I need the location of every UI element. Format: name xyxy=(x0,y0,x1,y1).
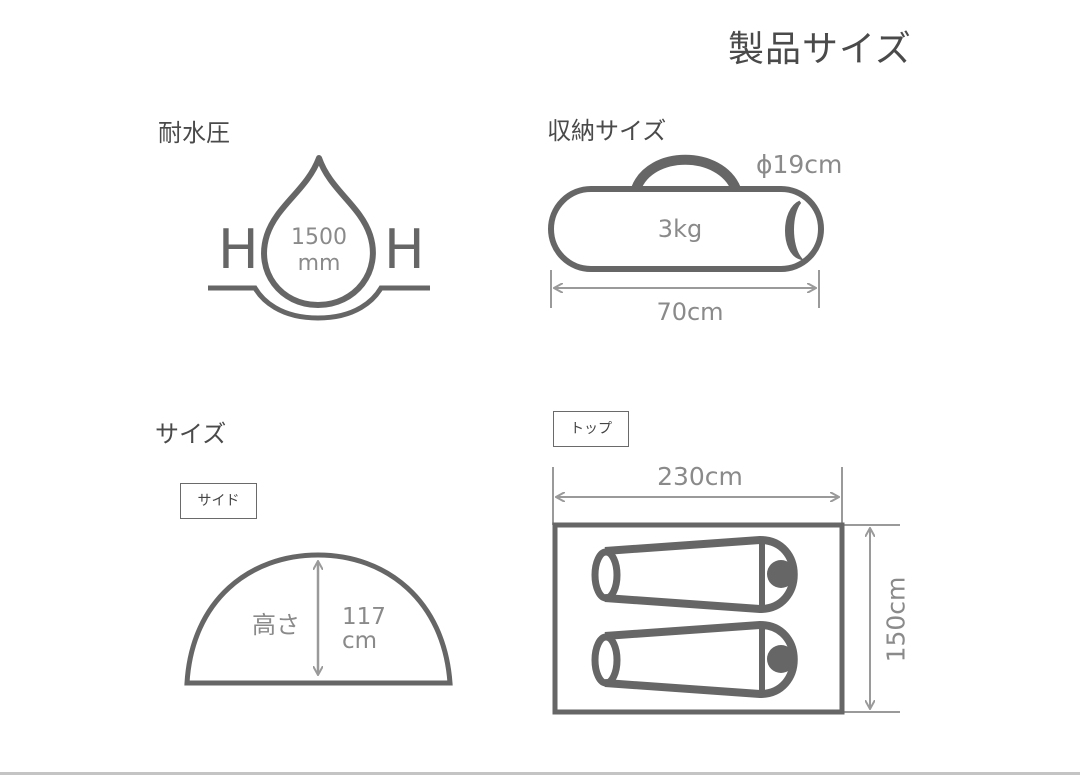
storage-size-title: 収納サイズ xyxy=(547,117,667,145)
size-title: サイズ xyxy=(155,420,227,448)
tent-top-view-icon xyxy=(552,467,900,715)
water-pressure-left-h: H xyxy=(218,218,259,281)
water-drop-icon xyxy=(208,155,430,321)
page-title: 製品サイズ xyxy=(728,29,912,70)
water-pressure-value: 1500 xyxy=(291,225,347,250)
storage-length-dimension xyxy=(550,270,820,308)
side-view-tag: サイド xyxy=(180,483,257,519)
bottom-divider xyxy=(0,772,1080,775)
storage-bag-icon xyxy=(548,154,824,272)
height-label: 高さ xyxy=(252,611,300,639)
water-pressure-title: 耐水圧 xyxy=(158,119,230,147)
storage-weight: 3kg xyxy=(657,215,703,243)
water-pressure-right-h: H xyxy=(384,218,425,281)
top-width: 230cm xyxy=(657,462,743,491)
tent-side-view-icon xyxy=(184,552,453,686)
sleeping-bag-icon xyxy=(591,621,798,698)
storage-diameter: ϕ19cm xyxy=(756,150,843,179)
height-value: 117 xyxy=(342,604,386,630)
top-view-tag: トップ xyxy=(553,411,629,447)
top-depth: 150cm xyxy=(881,576,911,663)
height-unit: cm xyxy=(342,628,378,654)
storage-length: 70cm xyxy=(656,298,724,326)
water-pressure-unit: mm xyxy=(297,251,341,276)
sleeping-bag-icon xyxy=(591,536,798,613)
